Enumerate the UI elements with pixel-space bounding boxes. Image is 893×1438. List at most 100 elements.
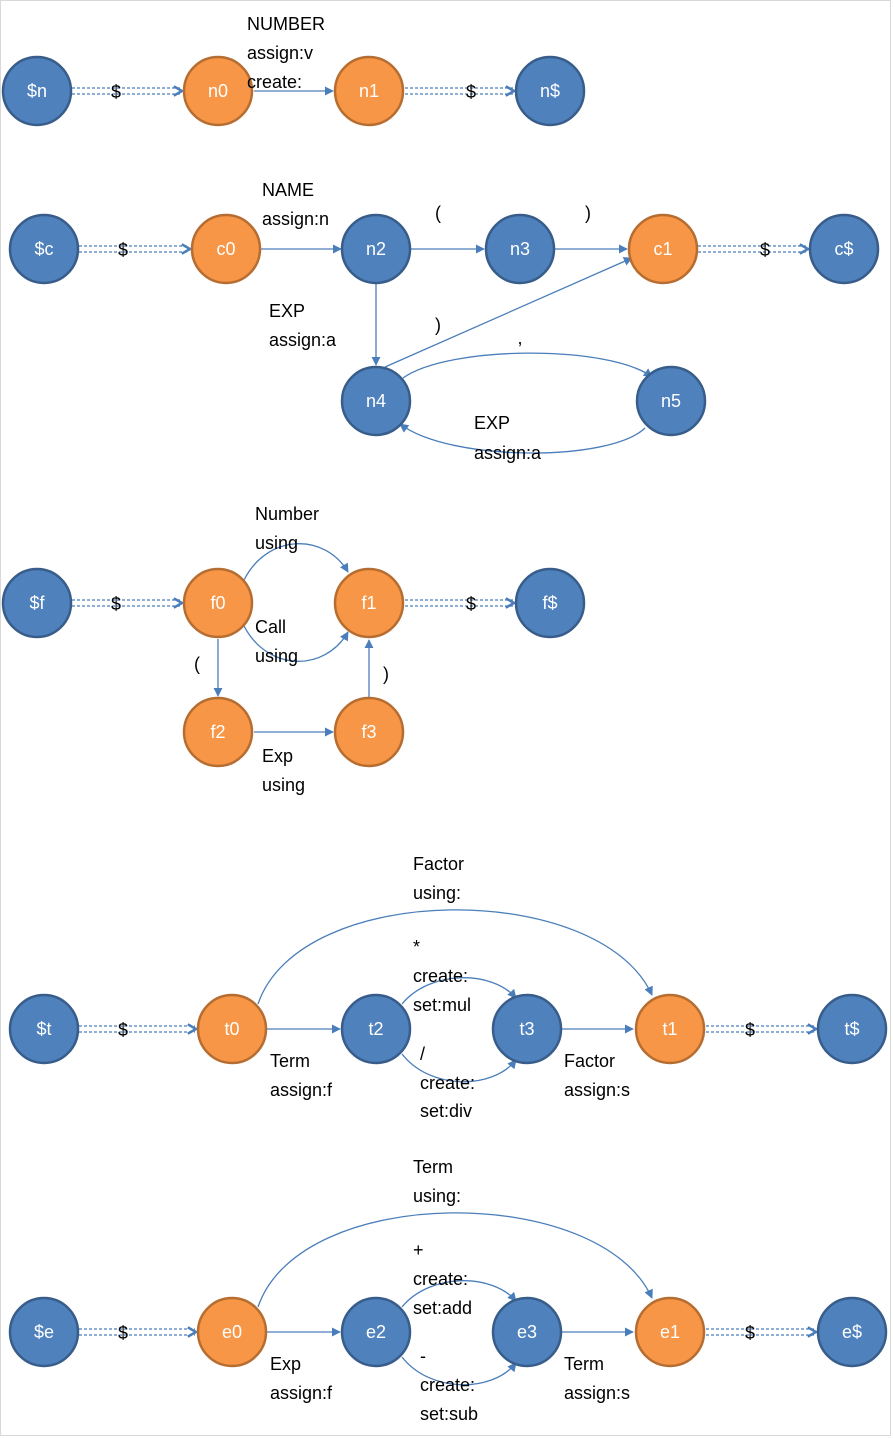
label-number-using: Number using <box>255 504 324 553</box>
node-label: e1 <box>660 1322 680 1342</box>
node-label: n1 <box>359 81 379 101</box>
edge-n5-n4 <box>399 423 646 454</box>
label-close-paren: ) <box>585 203 591 223</box>
node-label: e3 <box>517 1322 537 1342</box>
node-label: $f <box>29 593 45 613</box>
edge-e0-e1-term <box>257 1212 653 1308</box>
edge-f0-f1-number <box>243 543 349 581</box>
node-t3: t3 <box>491 993 563 1065</box>
dollar-label: $ <box>111 82 121 102</box>
edge-t2-t3-mul <box>401 977 517 1005</box>
edge-t0-t1-factor <box>257 909 653 1005</box>
node-n4: n4 <box>340 365 412 437</box>
node-t1: t1 <box>634 993 706 1065</box>
dollar-label: $ <box>760 240 770 260</box>
label-sub: - create: set:sub <box>420 1346 480 1424</box>
node-n0: n0 <box>182 55 254 127</box>
node-f2: f2 <box>182 696 254 768</box>
node-t2: t2 <box>340 993 412 1065</box>
node-label: n2 <box>366 239 386 259</box>
label-exp-using: Exp using <box>262 746 305 795</box>
label-open-paren: ( <box>435 203 441 223</box>
node-tend: t$ <box>816 993 888 1065</box>
node-label: f1 <box>361 593 376 613</box>
node-n5: n5 <box>635 365 707 437</box>
node-e2: e2 <box>340 1296 412 1368</box>
dollar-label: $ <box>111 594 121 614</box>
edge-sc-c0 <box>79 246 190 252</box>
label-close-paren: ) <box>435 315 441 335</box>
label-factor-using: Factor using: <box>413 854 469 903</box>
node-fend: f$ <box>514 567 586 639</box>
node-label: $n <box>27 81 47 101</box>
label-exp-assign: EXP assign:a <box>269 301 337 350</box>
label-add: + create: set:add <box>413 1240 473 1318</box>
edge-n4-n5 <box>402 352 653 379</box>
node-t0: t0 <box>196 993 268 1065</box>
node-sc: $c <box>8 213 80 285</box>
node-label: e0 <box>222 1322 242 1342</box>
node-c1: c1 <box>627 213 699 285</box>
edge-t1-tend <box>706 1026 816 1032</box>
dollar-label: $ <box>466 82 476 102</box>
dollar-label: $ <box>745 1020 755 1040</box>
node-label: t2 <box>368 1019 383 1039</box>
node-n1: n1 <box>333 55 405 127</box>
label-exp-assign-loop: EXP assign:a <box>474 413 542 463</box>
node-label: c$ <box>834 239 853 259</box>
label-term-assign: Term assign:f <box>270 1051 333 1100</box>
edge-t2-t3-div <box>401 1053 517 1083</box>
node-f0: f0 <box>182 567 254 639</box>
node-se: $e <box>8 1296 80 1368</box>
label-exp-assign-f: Exp assign:f <box>270 1354 333 1403</box>
edge-e1-eend <box>706 1329 816 1335</box>
node-label: n3 <box>510 239 530 259</box>
node-label: f$ <box>542 593 557 613</box>
node-label: $c <box>34 239 53 259</box>
node-label: t0 <box>224 1019 239 1039</box>
edge-n1-nend <box>405 88 514 94</box>
node-label: c1 <box>653 239 672 259</box>
node-cend: c$ <box>808 213 880 285</box>
node-sf: $f <box>1 567 73 639</box>
node-label: n0 <box>208 81 228 101</box>
label-close-paren: ) <box>383 664 389 684</box>
node-label: c0 <box>216 239 235 259</box>
label-factor-assign: Factor assign:s <box>564 1051 630 1100</box>
label-mul: * create: set:mul <box>413 937 473 1015</box>
node-label: f2 <box>210 722 225 742</box>
node-label: t$ <box>844 1019 859 1039</box>
dollar-label: $ <box>118 240 128 260</box>
node-nend: n$ <box>514 55 586 127</box>
node-c0: c0 <box>190 213 262 285</box>
node-e3: e3 <box>491 1296 563 1368</box>
label-div: / create: set:div <box>420 1044 480 1121</box>
edge-st-t0 <box>79 1026 196 1032</box>
node-e1: e1 <box>634 1296 706 1368</box>
node-label: $t <box>36 1019 51 1039</box>
node-f1: f1 <box>333 567 405 639</box>
node-label: t1 <box>662 1019 677 1039</box>
edge-f1-fend <box>405 600 514 606</box>
node-label: n5 <box>661 391 681 411</box>
node-label: n$ <box>540 81 560 101</box>
label-comma: , <box>517 328 522 348</box>
edge-c1-cend <box>698 246 808 252</box>
dollar-label: $ <box>118 1323 128 1343</box>
node-label: $e <box>34 1322 54 1342</box>
edge-n4-c1 <box>384 257 633 368</box>
dollar-label: $ <box>466 594 476 614</box>
edge-se-e0 <box>79 1329 196 1335</box>
edge-e2-e3-add <box>401 1280 517 1308</box>
dollar-label: $ <box>118 1020 128 1040</box>
label-term-assign-s: Term assign:s <box>564 1354 630 1403</box>
node-e0: e0 <box>196 1296 268 1368</box>
dollar-label: $ <box>745 1323 755 1343</box>
node-label: t3 <box>519 1019 534 1039</box>
label-number-assign: NUMBER assign:v create: <box>247 14 330 92</box>
node-label: f0 <box>210 593 225 613</box>
node-label: e2 <box>366 1322 386 1342</box>
node-st: $t <box>8 993 80 1065</box>
node-f3: f3 <box>333 696 405 768</box>
